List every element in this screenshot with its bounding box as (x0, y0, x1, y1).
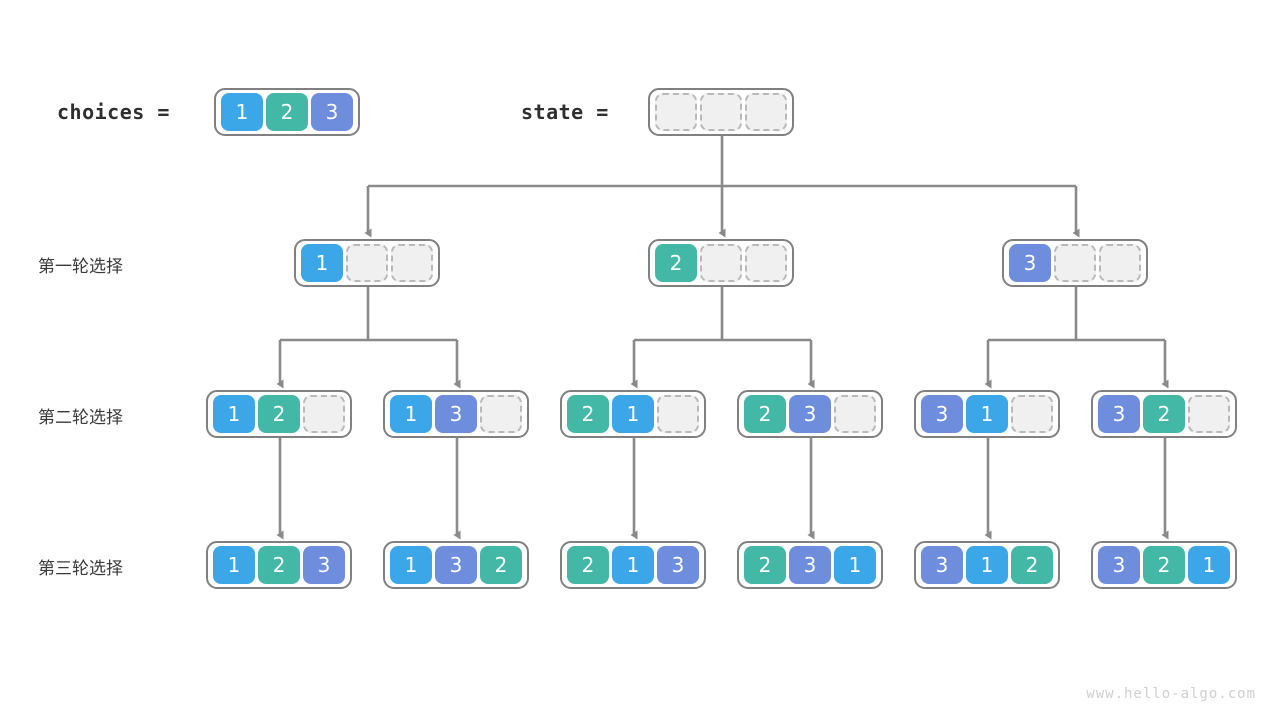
cell-empty (391, 244, 433, 282)
cell-value-1: 1 (390, 395, 432, 433)
cell-empty (1011, 395, 1053, 433)
cell-value-3: 3 (789, 546, 831, 584)
cell-empty (655, 93, 697, 131)
cell-value-2: 2 (1143, 395, 1185, 433)
cell-value-3: 3 (435, 395, 477, 433)
cell-value-2: 2 (655, 244, 697, 282)
cell-value-1: 1 (834, 546, 876, 584)
cell-value-2: 2 (258, 546, 300, 584)
cell-value-3: 3 (1009, 244, 1051, 282)
cell-value-2: 2 (1011, 546, 1053, 584)
cell-value-2: 2 (567, 395, 609, 433)
cell-value-1: 1 (213, 546, 255, 584)
row-label-3: 第三轮选择 (38, 559, 123, 579)
cell-empty (1099, 244, 1141, 282)
choices-label: choices = (57, 100, 170, 124)
cell-value-3: 3 (657, 546, 699, 584)
cell-value-2: 2 (266, 93, 308, 131)
cell-value-3: 3 (1098, 546, 1140, 584)
cell-value-2: 2 (1143, 546, 1185, 584)
cell-value-2: 2 (480, 546, 522, 584)
cell-value-2: 2 (567, 546, 609, 584)
cell-value-3: 3 (789, 395, 831, 433)
row-label-2: 第二轮选择 (38, 408, 123, 428)
cell-value-1: 1 (221, 93, 263, 131)
cell-value-3: 3 (921, 395, 963, 433)
cell-value-3: 3 (921, 546, 963, 584)
cell-empty (745, 93, 787, 131)
cell-value-1: 1 (612, 546, 654, 584)
cell-value-2: 2 (744, 395, 786, 433)
cell-empty (657, 395, 699, 433)
cell-value-2: 2 (258, 395, 300, 433)
cell-value-3: 3 (435, 546, 477, 584)
state-label: state = (521, 100, 609, 124)
cell-value-2: 2 (744, 546, 786, 584)
cell-value-1: 1 (301, 244, 343, 282)
level1-node-2: 2 (648, 239, 794, 287)
cell-value-1: 1 (966, 395, 1008, 433)
state-array (648, 88, 794, 136)
cell-empty (1054, 244, 1096, 282)
cell-empty (834, 395, 876, 433)
cell-value-1: 1 (1188, 546, 1230, 584)
cell-empty (700, 244, 742, 282)
cell-empty (745, 244, 787, 282)
level1-node-3: 3 (1002, 239, 1148, 287)
watermark: www.hello-algo.com (1086, 686, 1256, 702)
level1-node-1: 1 (294, 239, 440, 287)
cell-value-3: 3 (1098, 395, 1140, 433)
cell-value-1: 1 (612, 395, 654, 433)
cell-value-1: 1 (390, 546, 432, 584)
cell-empty (480, 395, 522, 433)
row-label-1: 第一轮选择 (38, 257, 123, 277)
cell-empty (700, 93, 742, 131)
cell-empty (303, 395, 345, 433)
cell-value-3: 3 (311, 93, 353, 131)
cell-value-1: 1 (213, 395, 255, 433)
cell-value-1: 1 (966, 546, 1008, 584)
cell-empty (1188, 395, 1230, 433)
cell-empty (346, 244, 388, 282)
cell-value-3: 3 (303, 546, 345, 584)
